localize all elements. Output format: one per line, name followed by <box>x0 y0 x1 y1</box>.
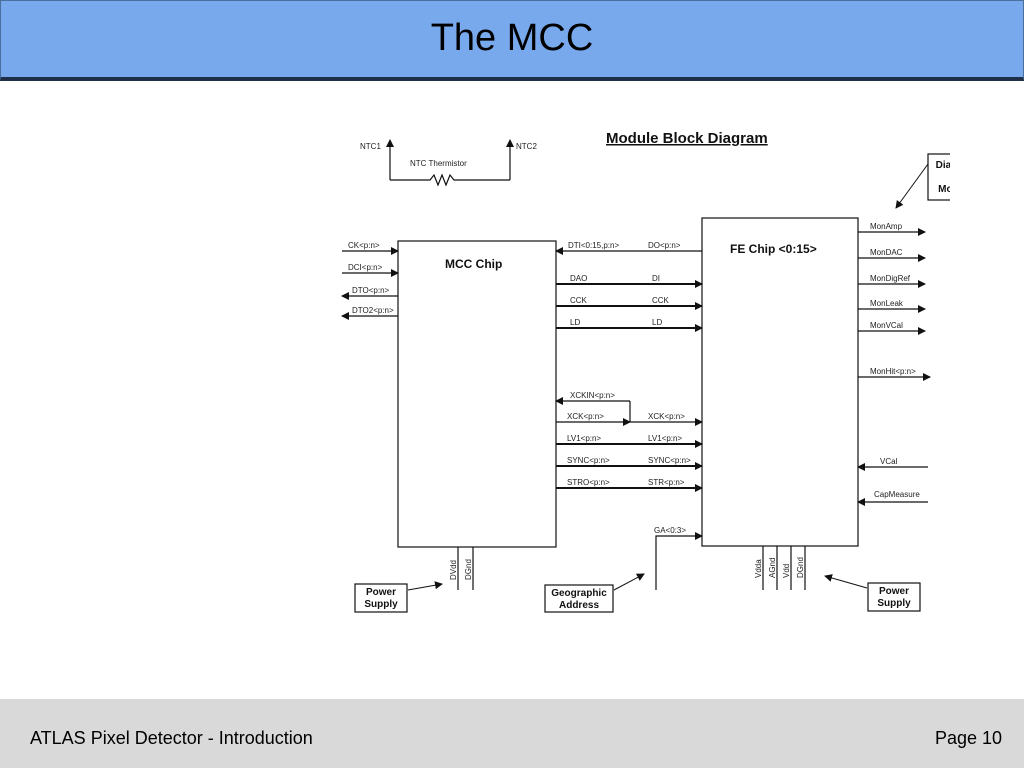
fe-chip-rect <box>701 217 859 547</box>
ld-fe-label: LD <box>652 318 662 327</box>
diag-line1: Diagnostics <box>936 160 950 171</box>
fe-power-pins: Vdda AGnd Vdd DGnd Power Supply <box>754 546 921 612</box>
ntc-thermistor-label: NTC Thermistor <box>410 159 467 168</box>
str-fe-label: STR<p:n> <box>648 478 685 487</box>
diagram-title: Module Block Diagram <box>606 130 768 147</box>
geo-box <box>544 584 614 613</box>
fe-power-line1: Power <box>879 586 909 597</box>
mcc-dvdd-label: DVdd <box>449 560 458 580</box>
geographic-address: GA<0:3> Geographic Address <box>544 526 703 613</box>
sync-fe-label: SYNC<p:n> <box>648 456 691 465</box>
xck-fe-label: XCK<p:n> <box>648 412 685 421</box>
capmeasure-label: CapMeasure <box>874 490 920 499</box>
fe-vdd-label: Vdd <box>782 564 791 578</box>
vcal-label: VCal <box>880 457 898 466</box>
lv1-fe-label: LV1<p:n> <box>648 434 682 443</box>
mondigref-label: MonDigRef <box>870 274 911 283</box>
stro-mcc-label: STRO<p:n> <box>567 478 610 487</box>
mcc-power-pointer <box>407 581 443 591</box>
slide-title: The MCC <box>430 17 594 59</box>
dto-label: DTO<p:n> <box>352 286 390 295</box>
mondac-label: MonDAC <box>870 248 903 257</box>
dci-label: DCI<p:n> <box>348 263 383 272</box>
diag-pointer-arrow <box>895 163 929 209</box>
di-label: DI <box>652 274 660 283</box>
fe-power-pointer <box>824 574 868 589</box>
mcc-chip-block: MCC Chip <box>397 240 557 548</box>
sync-mcc-label: SYNC<p:n> <box>567 456 610 465</box>
ga-label: GA<0:3> <box>654 526 686 535</box>
diag-line3: Monitoring <box>938 184 950 195</box>
lv1-mcc-label: LV1<p:n> <box>567 434 601 443</box>
fe-chip-label: FE Chip <0:15> <box>730 242 817 256</box>
monleak-label: MonLeak <box>870 299 904 308</box>
mcc-dgnd-label: DGnd <box>464 559 473 580</box>
fe-vdda-label: Vdda <box>754 559 763 578</box>
fe-chip-block: FE Chip <0:15> <box>701 217 859 547</box>
xck-mcc-label: XCK<p:n> <box>567 412 604 421</box>
dti-label: DTI<0:15,p:n> <box>568 241 619 250</box>
diagnostics-monitoring-box: Diagnostics and Monitoring <box>895 153 950 209</box>
fe-monitor-outputs: MonAmp MonDAC MonDigRef MonLeak MonVCal … <box>858 222 931 381</box>
resistor-symbol <box>390 173 510 187</box>
fe-agnd-label: AGnd <box>768 558 777 578</box>
xckin-label: XCKIN<p:n> <box>570 391 615 400</box>
ld-mcc-label: LD <box>570 318 580 327</box>
fe-dgnd-label: DGnd <box>796 557 805 578</box>
footer-title: ATLAS Pixel Detector - Introduction <box>30 728 313 748</box>
mcc-power-line1: Power <box>366 587 396 598</box>
monhit-label: MonHit<p:n> <box>870 367 916 376</box>
ntc2-label: NTC2 <box>516 142 537 151</box>
footer-bar: ATLAS Pixel Detector - Introduction Page… <box>0 699 1024 768</box>
title-bar: The MCC <box>0 0 1024 81</box>
mcc-left-io: CK<p:n> DCI<p:n> DTO<p:n> DTO2<p:n> <box>341 241 399 320</box>
mcc-chip-label: MCC Chip <box>445 257 502 271</box>
mcc-power-pins: DVdd DGnd Power Supply <box>354 547 474 613</box>
mcc-power-line2: Supply <box>364 599 398 610</box>
mcc-power-box <box>354 583 408 613</box>
geo-pointer-arrow <box>613 573 645 591</box>
dto2-label: DTO2<p:n> <box>352 306 394 315</box>
mcc-chip-rect <box>397 240 557 548</box>
fe-calibration-inputs: VCal CapMeasure <box>857 457 928 506</box>
cck-mcc-label: CCK <box>570 296 588 305</box>
diagram-canvas: Module Block Diagram NTC1 NTC2 NTC Therm… <box>341 130 950 613</box>
geo-line1: Geographic <box>551 588 607 599</box>
module-block-diagram: Module Block Diagram NTC1 NTC2 NTC Therm… <box>330 118 950 628</box>
ck-label: CK<p:n> <box>348 241 380 250</box>
monamp-label: MonAmp <box>870 222 903 231</box>
geo-line2: Address <box>559 600 599 611</box>
fe-power-line2: Supply <box>877 598 911 609</box>
ntc-thermistor: NTC1 NTC2 NTC Thermistor <box>360 139 537 187</box>
page-number: Page 10 <box>934 728 1002 748</box>
do-label: DO<p:n> <box>648 241 681 250</box>
cck-fe-label: CCK <box>652 296 670 305</box>
fe-power-box <box>867 582 921 612</box>
ga-arrow <box>655 532 703 590</box>
mcc-fe-connections: DTI<0:15,p:n> DO<p:n> DAO DI CCK CCK LD … <box>555 241 703 492</box>
ntc1-label: NTC1 <box>360 142 381 151</box>
dao-label: DAO <box>570 274 587 283</box>
monvcal-label: MonVCal <box>870 321 903 330</box>
